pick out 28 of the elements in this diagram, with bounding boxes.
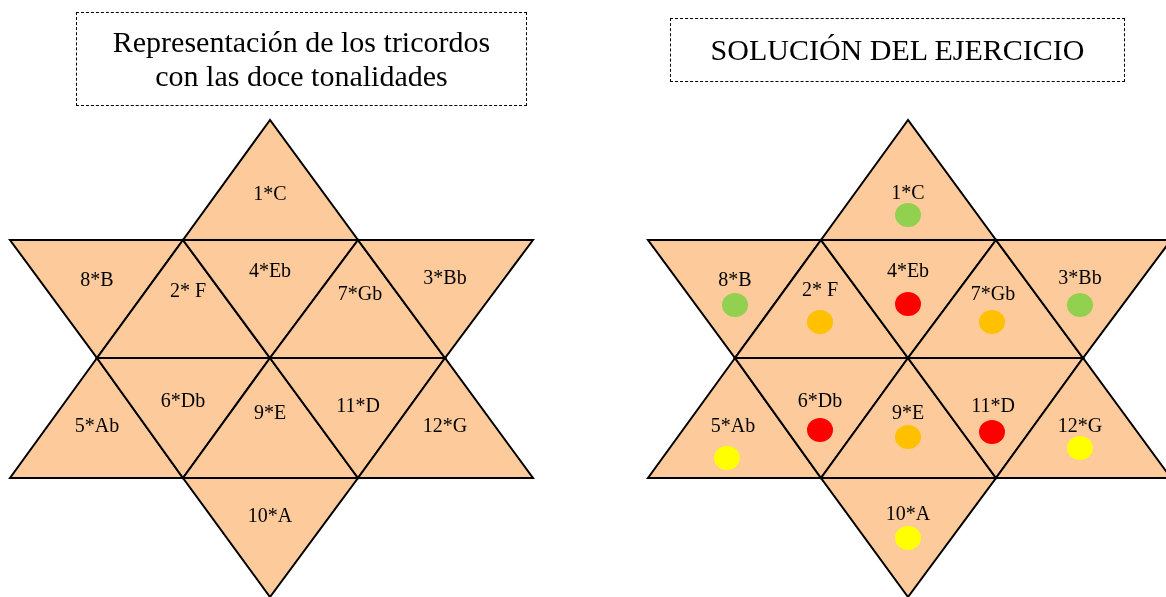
note-label: 4*Eb xyxy=(248,258,292,282)
note-label: 7*Gb xyxy=(970,281,1016,305)
note-label: 1*C xyxy=(891,180,925,204)
note-label: 8*B xyxy=(718,267,752,291)
note-label: 7*Gb xyxy=(337,281,383,305)
note-label: 6*Db xyxy=(797,388,843,412)
note-label: 9*E xyxy=(253,400,287,424)
note-label: 10*A xyxy=(885,501,931,525)
note-label: 9*E xyxy=(891,400,925,424)
note-label: 11*D xyxy=(971,393,1015,417)
note-label: 11*D xyxy=(336,393,380,417)
title-text: Representación de los tricordos con las doce tonalidades xyxy=(111,25,492,93)
title-box xyxy=(76,12,527,106)
note-label: 5*Ab xyxy=(74,413,120,437)
note-label: 10*A xyxy=(247,503,293,527)
note-label: 4*Eb xyxy=(886,258,930,282)
note-label: 6*Db xyxy=(160,388,206,412)
note-label: 8*B xyxy=(80,267,114,291)
title-box xyxy=(670,18,1125,82)
note-label: 2* F xyxy=(169,278,207,302)
note-label: 12*G xyxy=(1057,413,1103,437)
note-label: 12*G xyxy=(422,413,468,437)
note-label: 3*Bb xyxy=(423,265,467,289)
title-text: SOLUCIÓN DEL EJERCICIO xyxy=(710,33,1085,67)
note-label: 5*Ab xyxy=(710,413,756,437)
note-label: 2* F xyxy=(801,277,839,301)
note-label: 3*Bb xyxy=(1058,265,1102,289)
note-label: 1*C xyxy=(253,181,287,205)
